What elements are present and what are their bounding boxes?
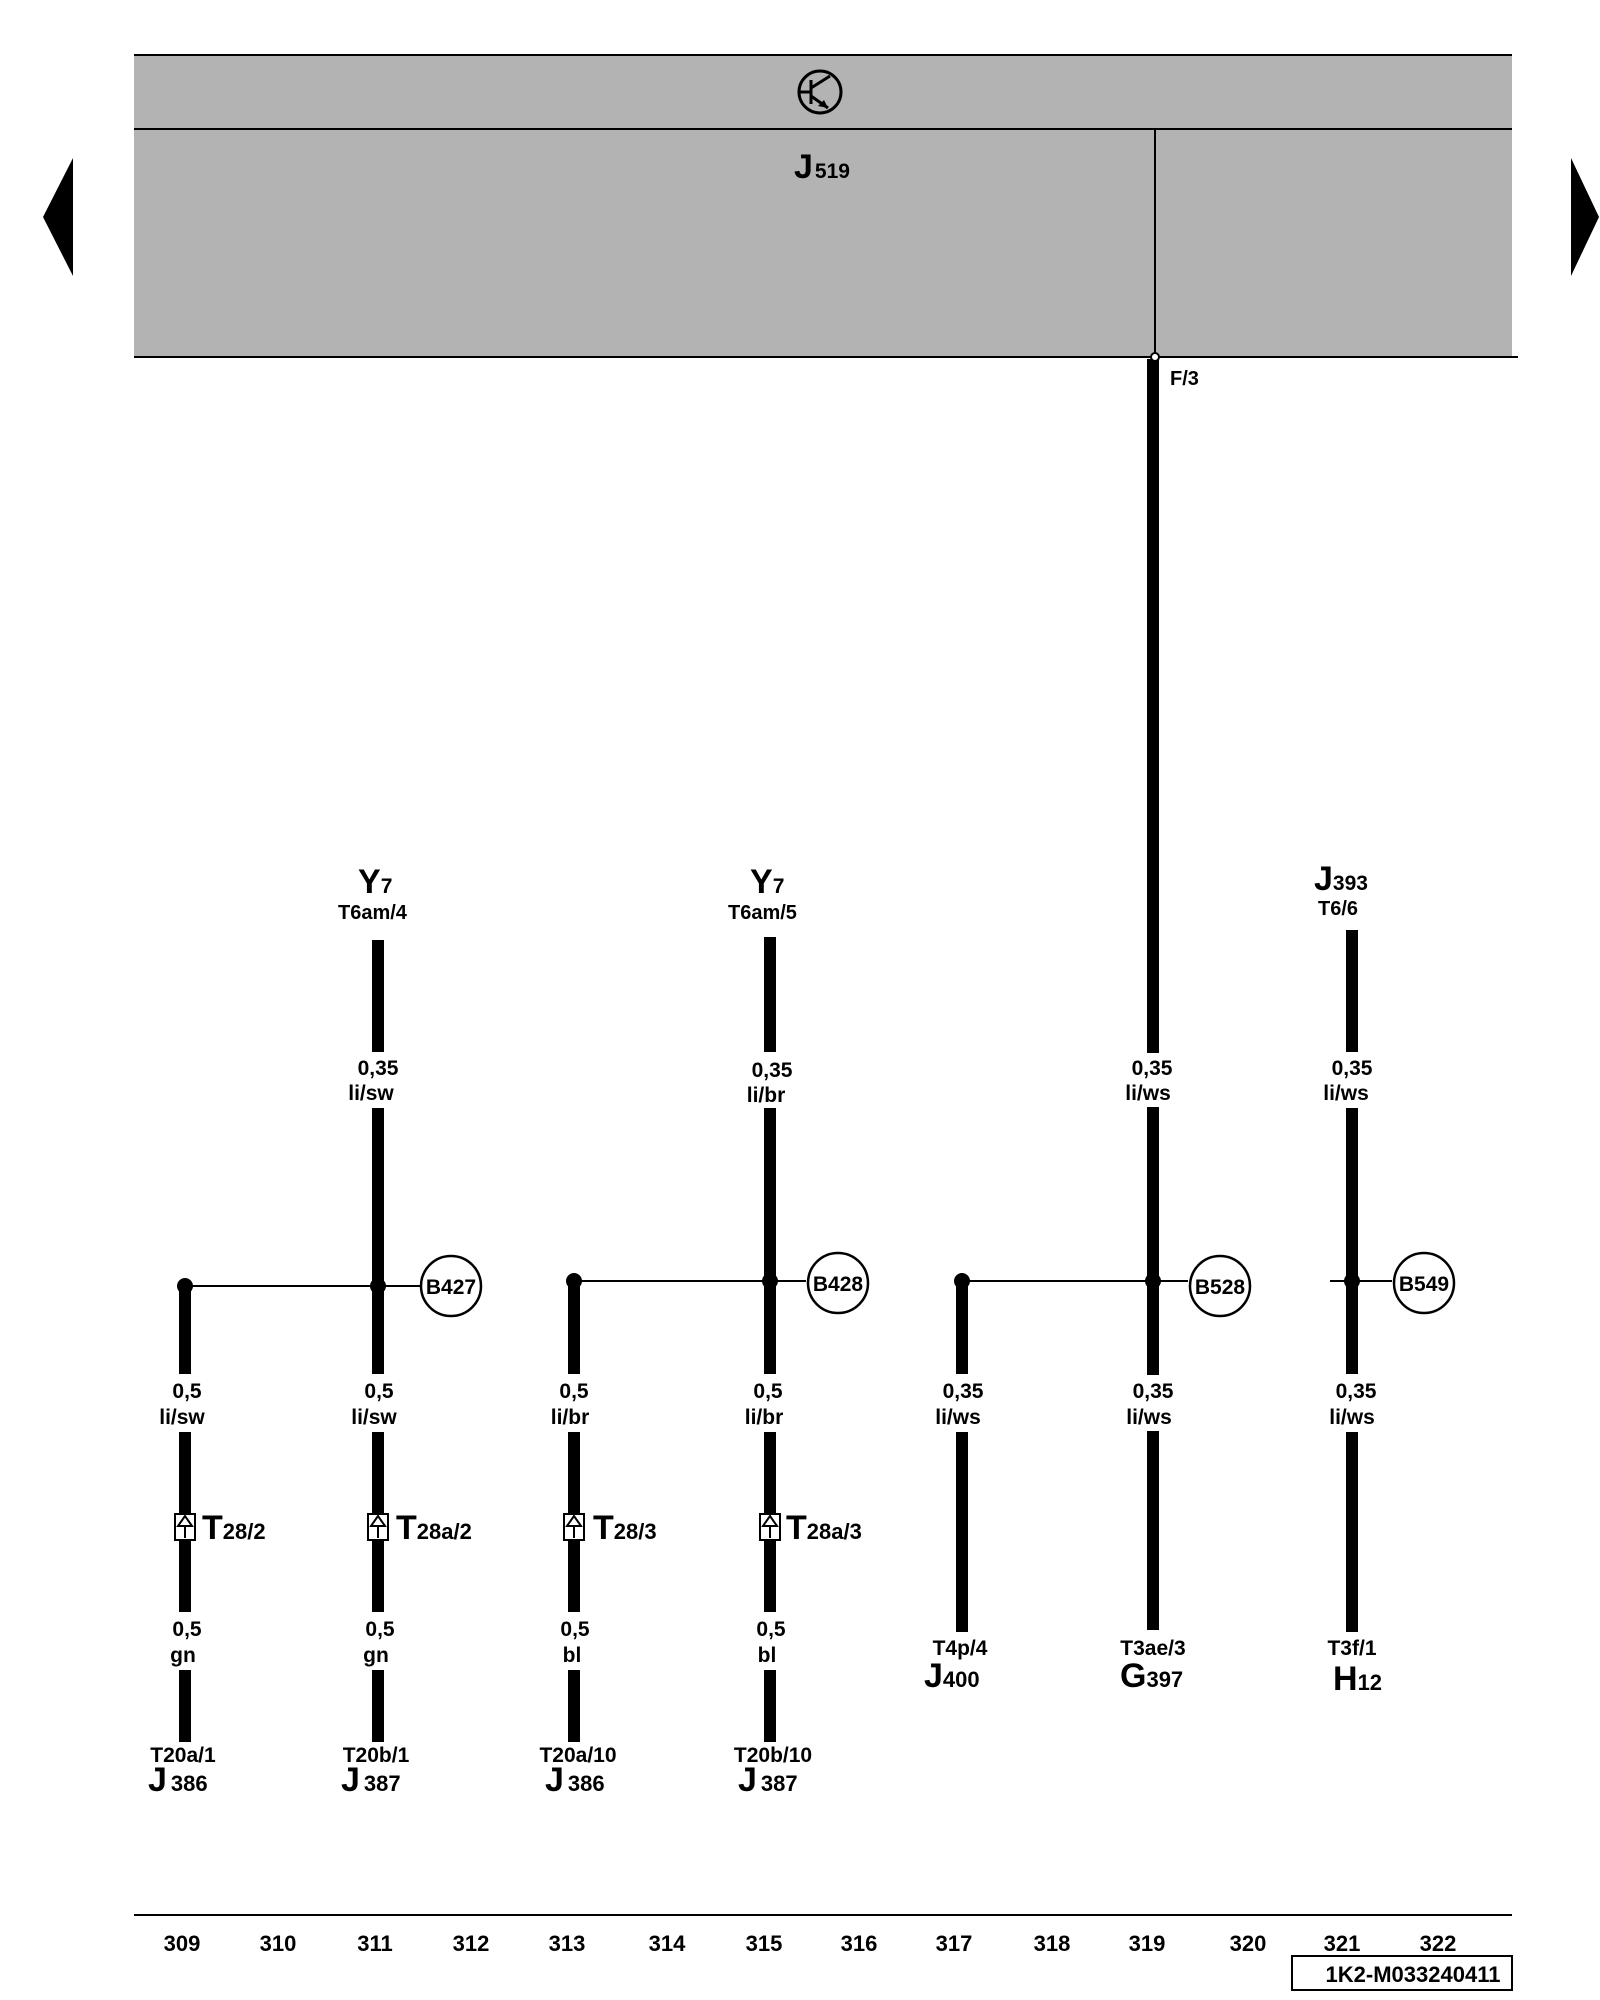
svg-text:B528: B528 [1195, 1276, 1246, 1299]
wire-label: 0,35 [752, 1059, 793, 1082]
wire-label: 0,35 [1336, 1380, 1377, 1403]
junction-dots [177, 1273, 1360, 1294]
control-unit-j519[interactable] [134, 54, 1518, 358]
pin-label-t20b10: T20b/10 [734, 1744, 812, 1767]
wire-label: 0,5 [364, 1380, 394, 1403]
wire-label: li/br [747, 1084, 786, 1107]
component-j393: J393 [1314, 860, 1368, 898]
triangle-right-icon [1571, 158, 1599, 276]
splice-b427: B427 [419, 1254, 483, 1318]
pin-label-t6am4: T6am/4 [338, 902, 408, 924]
svg-text:T28/2: T28/2 [202, 1509, 266, 1547]
pin-label-t20a10: T20a/10 [539, 1744, 616, 1767]
track-number: 321 [1324, 1931, 1361, 1956]
track-number: 317 [936, 1931, 973, 1956]
connector-arrow-icon [367, 1513, 389, 1541]
wire-label: li/ws [1329, 1406, 1375, 1429]
triangle-left-icon [43, 158, 73, 276]
component-y7-a: Y7 [358, 863, 392, 901]
svg-text:1K2-M033240411: 1K2-M033240411 [1326, 1962, 1501, 1987]
pin-label-t6am5: T6am/5 [728, 902, 797, 924]
pin-label-t3ae3: T3ae/3 [1120, 1637, 1185, 1660]
component-h12: H12 [1333, 1660, 1382, 1698]
wire-label: 0,35 [1332, 1057, 1373, 1080]
wire-segments [179, 930, 1358, 1742]
wire-label: li/ws [1323, 1082, 1369, 1105]
track-number: 311 [357, 1931, 393, 1956]
component-j400: J400 [924, 1657, 980, 1695]
track-number: 313 [549, 1931, 586, 1956]
track-number: 310 [260, 1931, 297, 1956]
connector-arrow-icon [174, 1513, 196, 1541]
pin-marker [1150, 352, 1160, 362]
track-number: 312 [453, 1931, 490, 1956]
pin-label-t4p4: T4p/4 [933, 1637, 988, 1660]
wire-label: bl [758, 1644, 777, 1667]
svg-text:T28a/3: T28a/3 [786, 1509, 862, 1547]
component-y7-b: Y7 [750, 863, 784, 901]
connector-t28a-2: T28a/2 [367, 1509, 472, 1547]
track-number: 309 [164, 1931, 201, 1956]
track-number: 316 [841, 1931, 878, 1956]
previous-page-button[interactable] [43, 158, 83, 276]
wire-label: 0,5 [756, 1618, 786, 1641]
track-number: 314 [649, 1931, 686, 1956]
splice-b528: B528 [1188, 1254, 1252, 1318]
svg-text:B428: B428 [813, 1273, 864, 1296]
svg-text:B427: B427 [426, 1276, 476, 1299]
connector-t28a-3: T28a/3 [759, 1509, 862, 1547]
wire-label: 0,35 [1133, 1380, 1174, 1403]
diagram-code-box: 1K2-M033240411 [1291, 1955, 1513, 1991]
track-number: 320 [1230, 1931, 1267, 1956]
transistor-symbol-icon [797, 69, 843, 115]
svg-text:T28/3: T28/3 [593, 1509, 657, 1547]
wire-label: li/br [745, 1406, 784, 1429]
wire-label: li/ws [1125, 1082, 1171, 1105]
next-page-button[interactable] [1571, 158, 1600, 276]
wire-label: 0,35 [1132, 1057, 1173, 1080]
splice-b549: B549 [1392, 1251, 1456, 1315]
wire-label: li/br [551, 1406, 590, 1429]
pin-label-t20a1: T20a/1 [150, 1744, 216, 1767]
splice-b428: B428 [806, 1251, 870, 1315]
wire-label: gn [363, 1644, 389, 1667]
wire-label: gn [170, 1644, 196, 1667]
svg-text:B549: B549 [1399, 1273, 1449, 1296]
wire-label: li/ws [1126, 1406, 1172, 1429]
connector-t28-2: T28/2 [174, 1509, 266, 1547]
wire-label: li/sw [348, 1082, 394, 1105]
wire-label: li/sw [159, 1406, 205, 1429]
control-unit-label: J519 [794, 148, 850, 186]
wire-label: 0,5 [559, 1380, 589, 1403]
svg-text:T28a/2: T28a/2 [396, 1509, 472, 1547]
connector-arrow-icon [563, 1513, 585, 1541]
wire-label: bl [563, 1644, 582, 1667]
wire-label: 0,5 [172, 1380, 202, 1403]
track-number: 318 [1034, 1931, 1071, 1956]
track-number: 322 [1420, 1931, 1457, 1956]
track-number: 319 [1129, 1931, 1166, 1956]
component-g397: G397 [1120, 1657, 1183, 1695]
wire-label: 0,35 [943, 1380, 984, 1403]
pin-label-t6-6: T6/6 [1318, 898, 1358, 920]
pin-label-t3f1: T3f/1 [1327, 1637, 1376, 1660]
track-number: 315 [746, 1931, 783, 1956]
wire-label: li/sw [351, 1406, 397, 1429]
pin-label-f3: F/3 [1170, 368, 1199, 390]
wire-label: 0,5 [560, 1618, 590, 1641]
wire-label: 0,5 [365, 1618, 395, 1641]
wire-label: 0,5 [172, 1618, 202, 1641]
wire-label: 0,35 [358, 1057, 399, 1080]
wire-label: li/ws [935, 1406, 981, 1429]
connector-t28-3: T28/3 [563, 1509, 657, 1547]
pin-label-t20b1: T20b/1 [343, 1744, 410, 1767]
connector-arrow-icon [759, 1513, 781, 1541]
wire-label: 0,5 [753, 1380, 783, 1403]
